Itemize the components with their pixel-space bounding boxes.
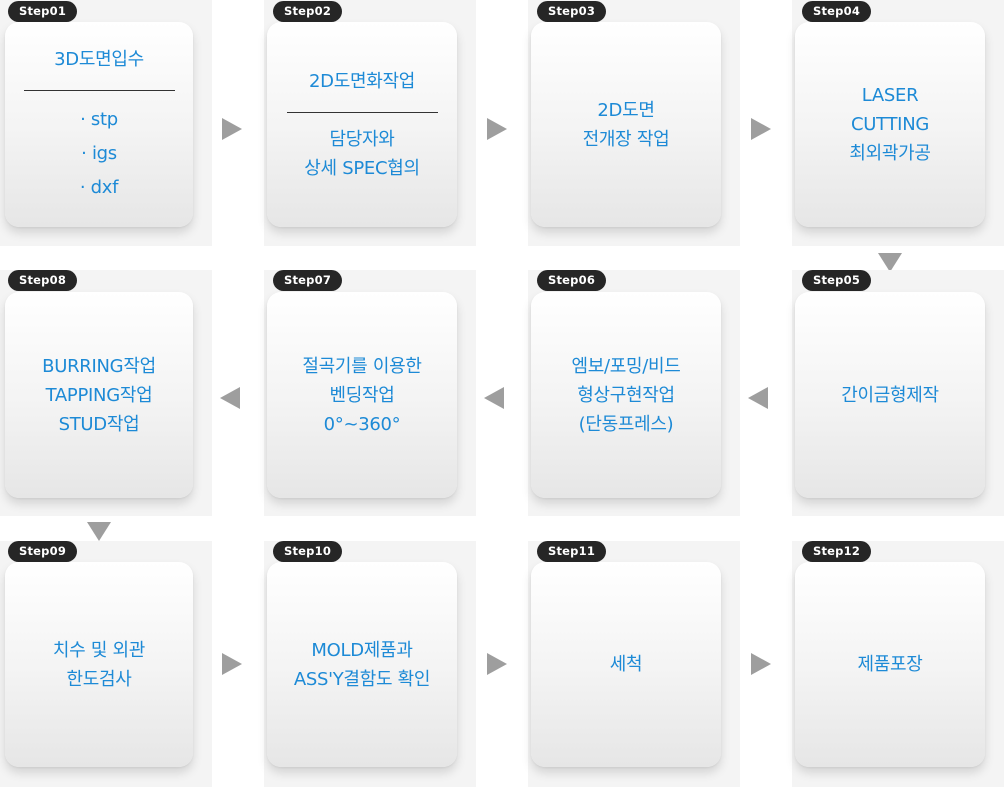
step-line: 최외곽가공 bbox=[849, 143, 931, 164]
step-badge: Step11 bbox=[537, 541, 607, 562]
step-card-10: MOLD제품과 ASS'Y결함도 확인 bbox=[267, 562, 457, 767]
step-badge: Step02 bbox=[273, 1, 343, 22]
step-line: 형상구현작업 bbox=[577, 384, 675, 406]
arrow-down-icon bbox=[878, 253, 902, 272]
arrow-right-icon bbox=[222, 653, 242, 675]
step-line: CUTTING bbox=[850, 114, 930, 135]
step-badge: Step09 bbox=[8, 541, 78, 562]
step-line: 간이금형제작 bbox=[841, 384, 939, 406]
step-badge: Step07 bbox=[273, 270, 343, 291]
arrow-left-icon bbox=[748, 387, 768, 409]
step-line: BURRING작업 bbox=[42, 355, 156, 377]
step-badge: Step06 bbox=[537, 270, 607, 291]
step-card-09: 치수 및 외관 한도검사 bbox=[5, 562, 193, 767]
step-header: 3D도면입수 bbox=[54, 48, 144, 70]
step-line: 치수 및 외관 bbox=[52, 639, 146, 661]
step-line: 담당자와 bbox=[329, 128, 395, 150]
arrow-left-icon bbox=[484, 387, 504, 409]
step-badge: Step03 bbox=[537, 1, 607, 22]
step-card-06: 엠보/포밍/비드 형상구현작업 (단동프레스) bbox=[531, 292, 721, 498]
arrow-right-icon bbox=[751, 118, 771, 140]
format-list: · stp · igs · dxf bbox=[79, 103, 119, 205]
divider bbox=[23, 89, 175, 91]
arrow-down-icon bbox=[87, 522, 111, 541]
step-line: 제품포장 bbox=[857, 654, 923, 675]
step-header: 2D도면화작업 bbox=[308, 70, 415, 92]
step-card-12: 제품포장 bbox=[795, 562, 985, 767]
step-line: 한도검사 bbox=[66, 668, 132, 690]
step-card-05: 간이금형제작 bbox=[795, 292, 985, 498]
step-card-03: 2D도면 전개장 작업 bbox=[531, 22, 721, 227]
step-line: ASS'Y결함도 확인 bbox=[293, 668, 431, 690]
step-badge: Step01 bbox=[8, 1, 78, 22]
arrow-left-icon bbox=[220, 387, 240, 409]
step-badge: Step05 bbox=[802, 270, 872, 291]
list-item: · stp bbox=[80, 108, 118, 130]
step-line: TAPPING작업 bbox=[45, 384, 153, 406]
step-card-08: BURRING작업 TAPPING작업 STUD작업 bbox=[5, 292, 193, 498]
divider bbox=[286, 111, 438, 113]
step-card-01: 3D도면입수 · stp · igs · dxf bbox=[5, 22, 193, 227]
step-line: LASER bbox=[861, 85, 919, 106]
list-item: · igs bbox=[81, 142, 117, 164]
step-line: MOLD제품과 bbox=[311, 639, 413, 661]
arrow-right-icon bbox=[487, 118, 507, 140]
step-line: 0°~360° bbox=[323, 413, 401, 435]
step-line: 세척 bbox=[609, 654, 643, 675]
step-badge: Step10 bbox=[273, 541, 343, 562]
step-card-02: 2D도면화작업 담당자와 상세 SPEC협의 bbox=[267, 22, 457, 227]
step-line: 절곡기를 이용한 bbox=[302, 355, 422, 377]
arrow-right-icon bbox=[222, 118, 242, 140]
step-line: (단동프레스) bbox=[578, 413, 674, 435]
step-line: 벤딩작업 bbox=[329, 384, 395, 406]
step-line: 엠보/포밍/비드 bbox=[571, 355, 681, 377]
list-item: · dxf bbox=[79, 176, 119, 198]
step-line: 상세 SPEC협의 bbox=[304, 157, 420, 179]
step-card-11: 세척 bbox=[531, 562, 721, 767]
step-card-04: LASER CUTTING 최외곽가공 bbox=[795, 22, 985, 227]
step-badge: Step08 bbox=[8, 270, 78, 291]
step-line: 전개장 작업 bbox=[582, 128, 670, 150]
step-line: 2D도면 bbox=[597, 99, 655, 121]
step-badge: Step12 bbox=[802, 541, 872, 562]
arrow-right-icon bbox=[487, 653, 507, 675]
step-line: STUD작업 bbox=[58, 413, 140, 435]
arrow-right-icon bbox=[751, 653, 771, 675]
step-card-07: 절곡기를 이용한 벤딩작업 0°~360° bbox=[267, 292, 457, 498]
step-badge: Step04 bbox=[802, 1, 872, 22]
